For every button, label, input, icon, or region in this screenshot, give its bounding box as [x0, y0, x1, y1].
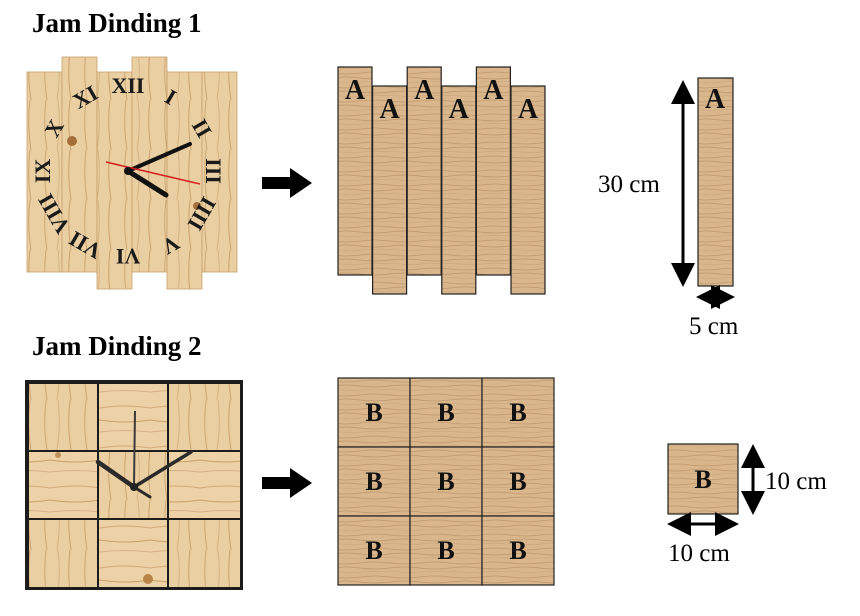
tile-letter: B	[437, 536, 454, 565]
minute-hand	[126, 142, 192, 173]
tile-2: B	[409, 377, 483, 448]
tile-5: B	[409, 446, 483, 517]
single-plank-letter: A	[705, 84, 726, 115]
plank-letter: A	[518, 94, 539, 125]
plank-letter: A	[379, 94, 400, 125]
plank-4: A	[441, 85, 477, 295]
single-plank: A	[697, 77, 734, 287]
plank-letter: A	[414, 75, 435, 106]
tile-letter: B	[365, 467, 382, 496]
tile-height-label: 10 cm	[765, 468, 827, 495]
single-tile: B	[667, 443, 739, 515]
plank-2: A	[372, 85, 408, 295]
plank-letter: A	[345, 75, 366, 106]
arrow-right-icon	[262, 168, 312, 198]
double-arrow-icon	[671, 80, 735, 309]
double-arrow-icon	[667, 444, 765, 536]
second-hand	[105, 161, 201, 185]
plank-letter: A	[449, 94, 470, 125]
single-tile-letter: B	[694, 465, 711, 494]
tile-8: B	[409, 515, 483, 586]
plank-height-label: 30 cm	[598, 171, 660, 198]
roman-numeral: VI	[116, 244, 140, 269]
tile-4: B	[337, 446, 411, 517]
roman-numeral: III	[201, 158, 226, 184]
tile-grid: B B B B B B B B B	[337, 377, 555, 586]
clock2-title: Jam Dinding 2	[32, 331, 202, 361]
tile-3: B	[481, 377, 555, 448]
tile-6: B	[481, 446, 555, 517]
plank-width-label: 5 cm	[689, 313, 739, 340]
clock2-photo	[25, 380, 243, 590]
hour-hand	[95, 459, 137, 490]
plank-5: A	[475, 66, 511, 276]
tile-letter: B	[437, 467, 454, 496]
tile-letter: B	[365, 536, 382, 565]
minute-hand	[132, 450, 193, 489]
roman-numeral: XII	[111, 73, 144, 98]
tile-7: B	[337, 515, 411, 586]
tile-9: B	[481, 515, 555, 586]
hour-hand	[125, 168, 169, 198]
tile-letter: B	[365, 398, 382, 427]
plank-3: A	[406, 66, 442, 276]
tile-width-label: 10 cm	[668, 540, 730, 567]
tile-letter: B	[509, 536, 526, 565]
roman-numeral: IX	[30, 159, 55, 184]
plank-6: A	[510, 85, 546, 295]
tile-letter: B	[509, 467, 526, 496]
clock1-title: Jam Dinding 1	[32, 8, 202, 38]
second-hand	[133, 410, 136, 488]
tile-1: B	[337, 377, 411, 448]
tile-letter: B	[437, 398, 454, 427]
plank-letter: A	[483, 75, 504, 106]
plank-1: A	[337, 66, 373, 276]
arrow-right-icon	[262, 468, 312, 498]
tile-letter: B	[509, 398, 526, 427]
